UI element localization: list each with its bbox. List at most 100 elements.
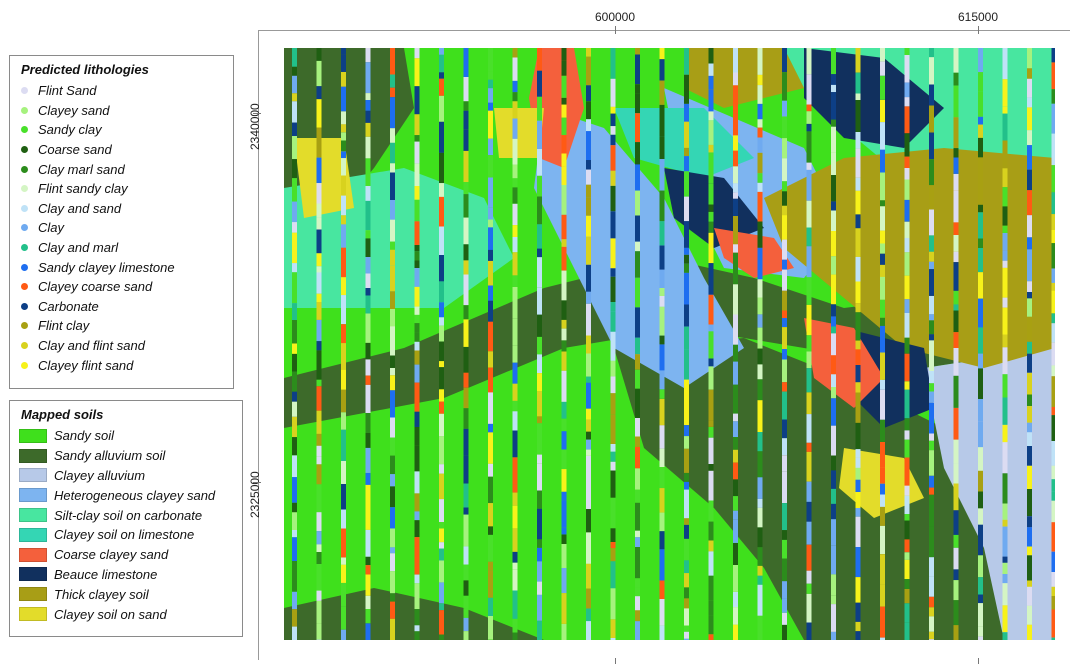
lithology-transect-segment [978,204,983,213]
lithology-transect-segment [659,48,665,60]
lithology-transect-segment [757,379,763,401]
lithology-transect-segment [586,335,591,354]
lithology-transect-segment [1002,297,1008,308]
lithology-transect-segment [586,608,591,622]
lithology-transect-segment [1051,243,1055,269]
zone-thick-clayey-soil [684,48,804,108]
lithology-transect-segment [1027,372,1032,395]
lithology-transect-segment [1027,489,1032,517]
lithology-transect-segment [512,187,518,204]
lithology-transect-segment [292,437,297,456]
lithology-transect-segment [341,195,346,216]
lithology-transect-segment [488,110,493,139]
lithology-transect-segment [512,203,518,226]
lithology-transect-segment [1051,133,1055,166]
y-tick-label-2340000: 2340000 [248,103,262,150]
lithology-transect-segment [953,174,959,191]
lithology-transect-segment [1002,106,1008,114]
lithology-transect-segment [586,382,591,409]
lithology-transect-segment [855,48,861,73]
lithology-transect-segment [684,473,689,482]
lithology-transect-segment [929,433,934,441]
lithology-transect-segment [488,597,493,617]
lithology-transect-segment [586,101,591,120]
lithology-transect-segment [561,97,567,105]
lithology-transect-segment [463,217,469,245]
lithology-transect-segment [512,164,518,179]
lithology-transect-segment [929,391,934,403]
lithology-transect-segment [414,427,420,446]
lithology-transect-segment [390,163,395,173]
lithology-transect-segment [659,580,665,599]
lithology-transect-segment [635,530,640,538]
lithology-transect-segment [733,113,738,136]
lithology-legend-label: Clay and flint sand [38,338,145,354]
soil-legend-label: Heterogeneous clayey sand [54,487,216,503]
lithology-transect-segment [537,257,542,288]
lithology-transect-segment [341,343,346,370]
lithology-transect-segment [978,603,983,627]
lithology-transect-segment [904,221,910,238]
lithology-transect-segment [880,276,885,300]
lithology-transect-segment [904,514,910,521]
lithology-transect-segment [439,325,444,342]
lithology-transect-segment [390,241,395,250]
lithology-transect-segment [561,328,567,341]
lithology-transect-segment [512,383,518,401]
lithology-transect-segment [292,626,297,640]
lithology-transect-segment [978,555,983,578]
lithology-transect-segment [831,152,836,175]
lithology-transect-segment [831,574,836,596]
lithology-transect-segment [831,425,836,456]
soil-lithology-map [284,48,1055,640]
lithology-transect-segment [1051,192,1055,215]
lithology-transect-segment [586,419,591,432]
lithology-transect-segment [488,423,493,433]
lithology-transect-segment [684,425,689,437]
lithology-transect-segment [341,369,346,390]
lithology-transect-segment [708,575,714,601]
zone-coarse-clayey-sand [529,48,584,168]
lithology-transect-segment [880,506,885,526]
lithology-transect-segment [316,379,322,387]
lithology-transect-segment [684,518,689,525]
lithology-transect-segment [684,196,689,222]
lithology-transect-segment [953,85,959,118]
lithology-transect-segment [414,520,420,538]
lithology-transect-segment [316,217,322,230]
lithology-transect-segment [463,244,469,261]
lithology-legend-title: Predicted lithologies [21,62,149,77]
lithology-transect-segment [855,602,861,622]
lithology-transect-segment [1051,596,1055,610]
lithology-transect-segment [659,512,665,532]
lithology-transect-segment [292,66,297,76]
lithology-transect-segment [1051,365,1055,377]
lithology-transect-segment [904,179,910,200]
lithology-transect-segment [757,103,763,120]
lithology-transect-segment [635,610,640,622]
lithology-transect-segment [782,612,787,625]
lithology-transect-segment [904,55,910,83]
lithology-transect-segment [708,521,714,541]
lithology-transect-segment [880,200,885,207]
lithology-transect-segment [733,496,738,511]
lithology-transect-segment [1002,374,1008,398]
lithology-legend-marker [21,263,28,271]
lithology-transect-segment [635,277,640,308]
lithology-transect-segment [708,211,714,222]
lithology-transect-segment [292,48,297,67]
lithology-transect-segment [341,54,346,72]
soil-legend-marker [19,547,47,562]
lithology-transect-segment [978,594,983,603]
lithology-transect-segment [1027,406,1032,423]
lithology-transect-segment [316,564,322,591]
lithology-transect-segment [390,437,395,456]
y-tick-mark [253,113,261,114]
lithology-transect-segment [1051,290,1055,314]
lithology-transect-segment [708,183,714,205]
lithology-transect-segment [929,340,934,371]
lithology-transect-segment [684,631,689,639]
lithology-transect-segment [757,498,763,508]
lithology-transect-segment [953,375,959,402]
